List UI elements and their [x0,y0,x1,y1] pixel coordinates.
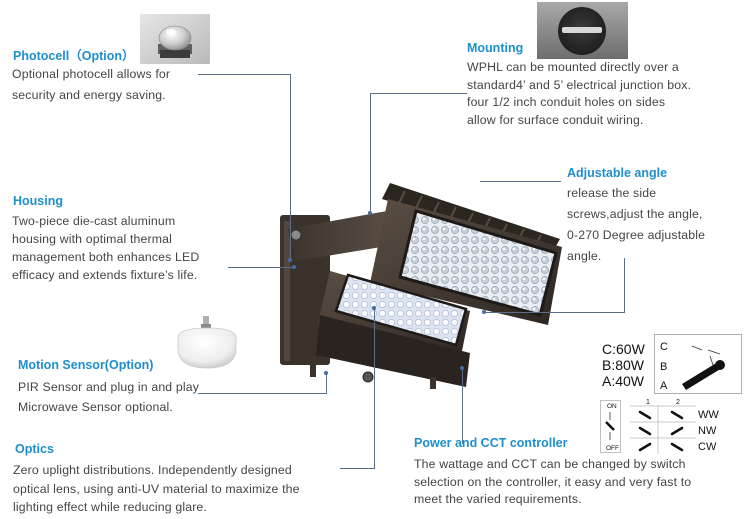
motion-sensor-image [177,316,237,369]
photocell-title: Photocell（Option） [13,49,135,63]
leader-adjustable [537,181,561,183]
cct-ww: WW [698,409,719,421]
optics-title: Optics [15,442,54,456]
floodlight-fixture-image [280,183,562,389]
leader-housing [228,267,294,269]
leader-dot [460,366,464,370]
switch-column-1: 1 [646,399,650,406]
wattage-list: C:60W B:80W A:40W [602,341,645,389]
cct-nw: NW [698,425,717,437]
leader-dot [292,265,296,269]
dip-switch-diagram: ON OFF 1 2 [600,399,696,454]
dial-letter-c: C [660,341,668,353]
dial-letter-a: A [660,380,668,392]
leader-dot [288,258,292,262]
leader-photocell [198,74,291,261]
housing-title: Housing [13,194,63,208]
adjustable-angle-title: Adjustable angle [567,166,668,180]
photocell-image [140,14,210,64]
leader-dot [482,310,486,314]
leader-power [462,368,464,444]
leader-adjustable-3 [484,258,625,313]
leader-adjustable-2 [480,181,538,222]
mounting-title: Mounting [467,41,524,55]
switch-off-label: OFF [606,445,619,452]
power-cct-title: Power and CCT controller [414,436,568,450]
junction-box-image [537,2,628,59]
wattage-a: A:40W [602,373,645,389]
wattage-dial-diagram: C B A [654,334,742,394]
cct-cw: CW [698,441,717,453]
leader-optics [340,308,375,469]
optics-description: Zero uplight distributions. Independentl… [13,463,300,514]
motion-sensor-title: Motion Sensor(Option) [18,358,154,372]
wattage-c: C:60W [602,341,645,357]
leader-dot [324,371,328,375]
leader-motion [198,373,327,394]
wattage-b: B:80W [602,357,645,373]
leader-dot [372,306,376,310]
switch-on-label: ON [607,403,617,410]
leader-mounting [370,93,467,214]
leader-dot [368,211,372,215]
switch-column-2: 2 [676,399,680,406]
dial-letter-b: B [660,361,667,373]
power-cct-description: The wattage and CCT can be changed by sw… [414,457,692,506]
cct-labels: WW NW CW [698,407,719,455]
